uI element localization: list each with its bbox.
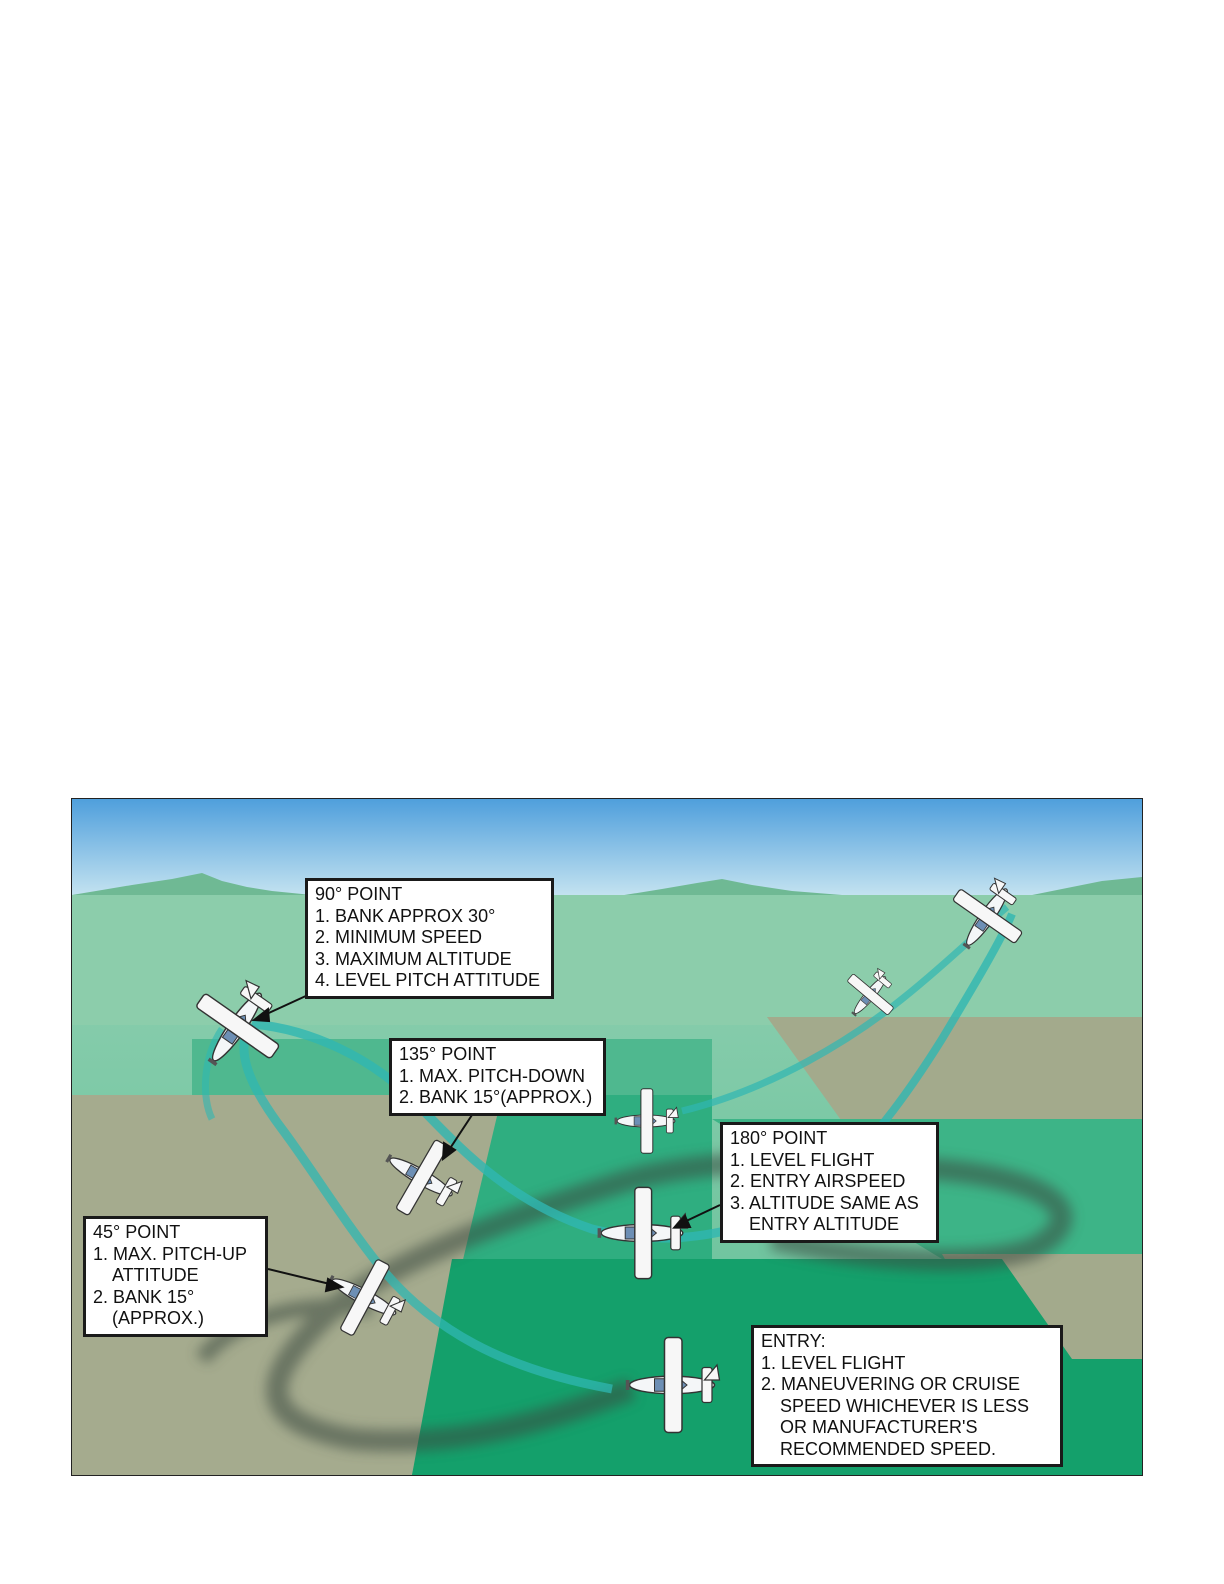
callout-entry: ENTRY: 1. LEVEL FLIGHT 2. MANEUVERING OR…	[751, 1325, 1063, 1467]
callout-135-item-2: 2. BANK 15°(APPROX.)	[399, 1087, 593, 1107]
callout-180-point: 180° POINT 1. LEVEL FLIGHT 2. ENTRY AIRS…	[720, 1122, 939, 1243]
callout-90-item-1: 1. BANK APPROX 30°	[315, 905, 496, 926]
callout-entry-item-2-cont-1: SPEED WHICHEVER IS LESS	[780, 1395, 1030, 1416]
lazy-eight-figure: 90° POINT 1. BANK APPROX 30° 2. MINIMUM …	[71, 798, 1143, 1476]
callout-90-item-3: 3. MAXIMUM ALTITUDE	[315, 948, 512, 969]
callout-90-title: 90° POINT	[315, 884, 403, 904]
callout-45-title: 45° POINT	[93, 1222, 181, 1242]
callout-45-item-1: 1. MAX. PITCH-UP	[93, 1243, 248, 1264]
arrowhead-45	[324, 1277, 345, 1293]
callout-entry-item-2-cont-2: OR MANUFACTURER'S	[780, 1417, 978, 1437]
callout-entry-item-1: 1. LEVEL FLIGHT	[761, 1352, 906, 1373]
mountain-right	[1012, 877, 1142, 899]
callout-180-item-3-cont: ENTRY ALTITUDE	[749, 1214, 900, 1234]
callout-entry-title: ENTRY:	[761, 1331, 826, 1351]
callout-entry-item-2: 2. MANEUVERING OR CRUISE	[761, 1374, 1021, 1394]
arrow-45	[267, 1268, 335, 1286]
callout-45-item-2: 2. BANK 15°	[93, 1286, 195, 1307]
mountain-left	[72, 873, 372, 897]
callout-45-item-2-cont: (APPROX.)	[112, 1308, 205, 1328]
callout-135-title: 135° POINT	[399, 1044, 497, 1064]
callout-180-item-2: 2. ENTRY AIRSPEED	[730, 1171, 906, 1191]
leader-arrows	[251, 994, 721, 1293]
callout-45-point: 45° POINT 1. MAX. PITCH-UP ATTITUDE 2. B…	[83, 1216, 268, 1337]
arrowhead-180	[672, 1214, 692, 1228]
callout-90-point: 90° POINT 1. BANK APPROX 30° 2. MINIMUM …	[305, 878, 554, 999]
callout-90-item-4: 4. LEVEL PITCH ATTITUDE	[315, 970, 541, 990]
arrowhead-135	[441, 1141, 457, 1162]
callout-45-item-1-cont: ATTITUDE	[112, 1265, 199, 1285]
callout-entry-item-2-cont-3: RECOMMENDED SPEED.	[780, 1438, 997, 1459]
callout-180-item-3: 3. ALTITUDE SAME AS	[730, 1192, 919, 1213]
arrowhead-90	[251, 1007, 271, 1023]
arrow-180	[681, 1204, 721, 1224]
callout-180-item-1: 1. LEVEL FLIGHT	[730, 1149, 875, 1170]
callout-135-point: 135° POINT 1. MAX. PITCH-DOWN 2. BANK 15…	[389, 1038, 606, 1116]
field-tan-left	[72, 1095, 502, 1475]
callout-135-item-1: 1. MAX. PITCH-DOWN	[399, 1065, 586, 1086]
callout-90-item-2: 2. MINIMUM SPEED	[315, 927, 483, 947]
mountain-center	[612, 879, 892, 897]
callout-180-title: 180° POINT	[730, 1128, 828, 1148]
